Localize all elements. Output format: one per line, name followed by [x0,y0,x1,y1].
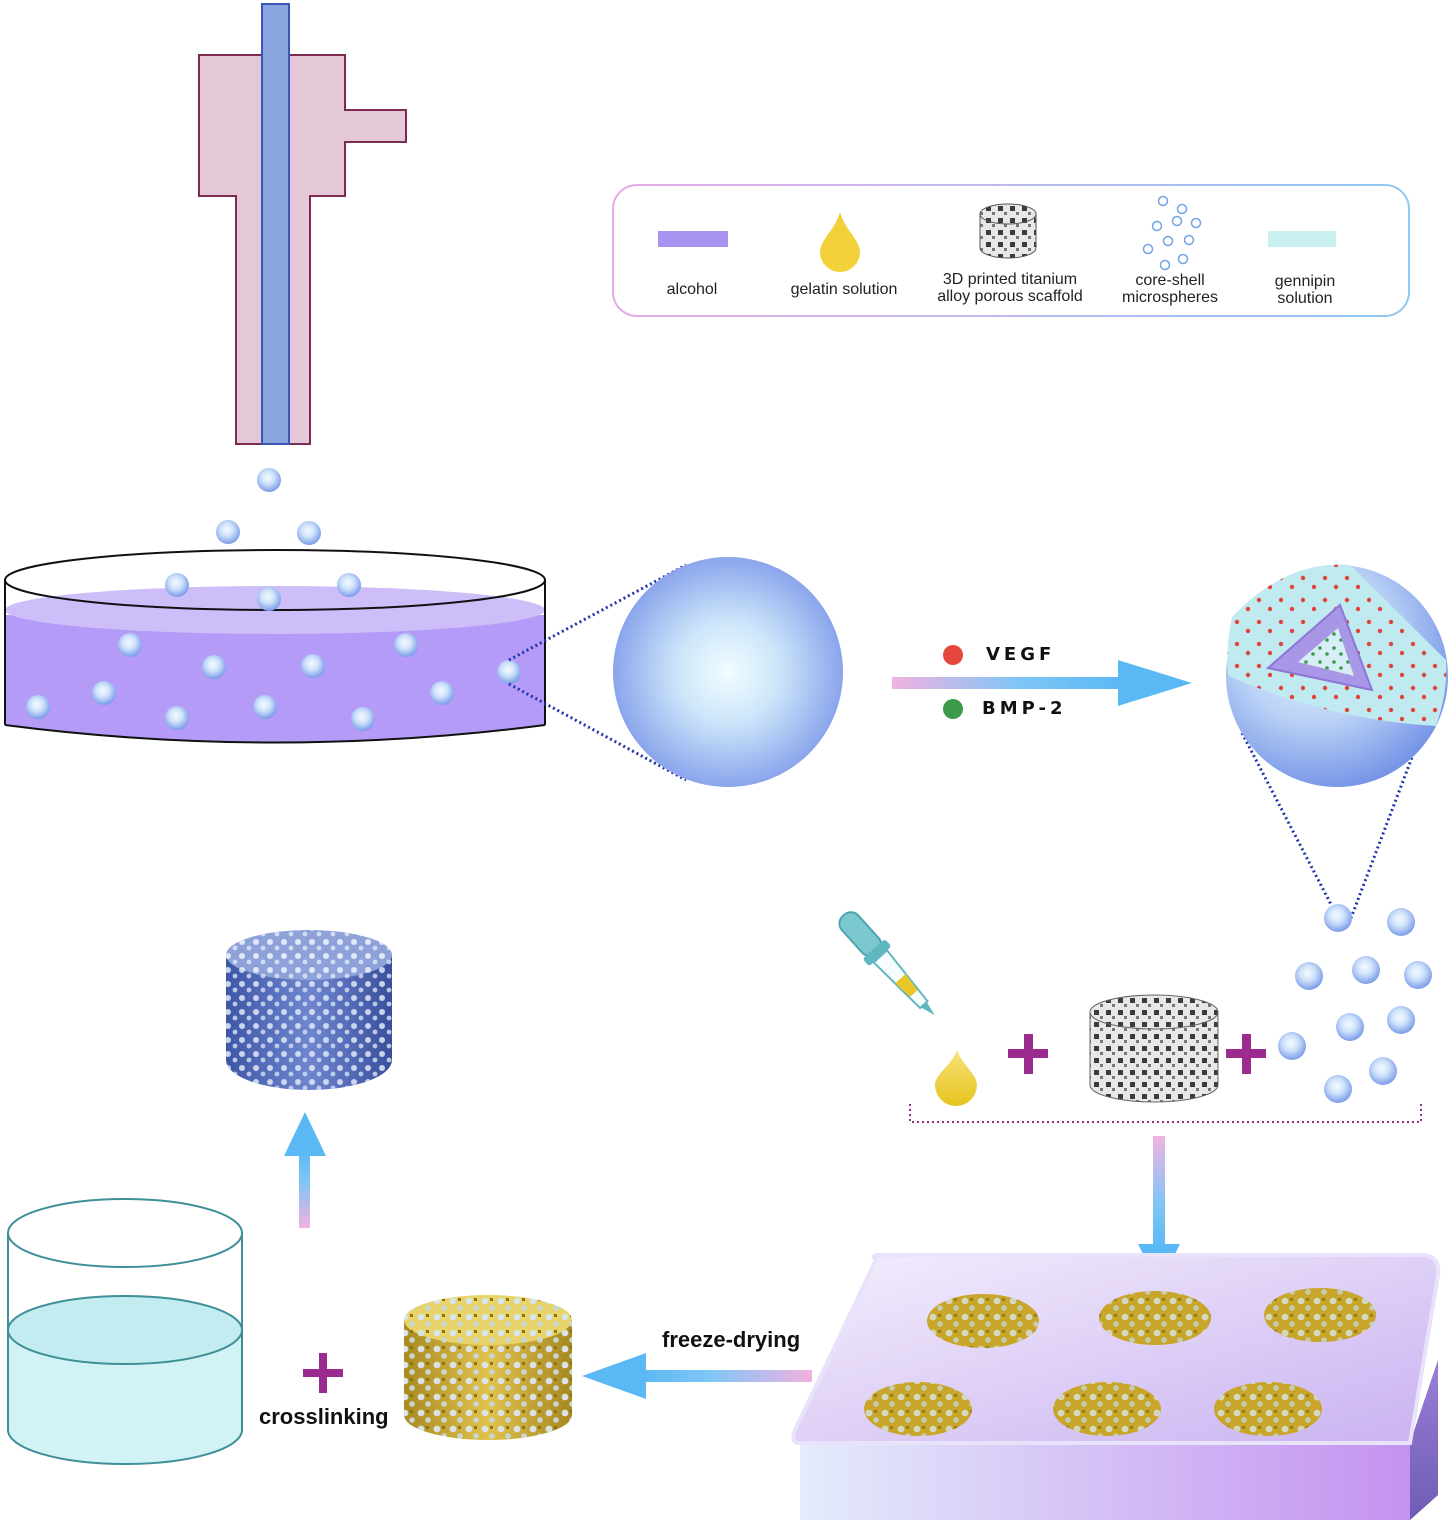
freeze-drying-label: freeze-drying [662,1327,801,1352]
microspheres-in-dish [26,573,521,731]
genipin-bar-icon [1268,231,1336,247]
plus-icon [1226,1034,1266,1074]
nozzle-core-channel [261,3,290,445]
core-shell-microsphere [1226,564,1448,787]
alcohol-liquid [5,615,545,743]
genipin-beaker [7,1198,243,1465]
gelatin-drop-icon [820,212,860,272]
well-plate [791,1253,1441,1520]
legend-label-alcohol: alcohol [666,281,718,298]
dropper-icon [838,911,977,1106]
nozzle-body [198,54,407,445]
bmp2-dot [943,699,963,719]
freeze-drying-arrow [582,1353,812,1399]
alcohol-dish [4,549,546,744]
plus-icon [1008,1034,1048,1074]
bmp2-label: BMP-2 [982,698,1067,719]
up-arrow [284,1112,326,1228]
droplet [297,521,321,545]
zoom-lines [508,563,1421,919]
combine-brace [909,1104,1422,1123]
legend-label-gelatin: gelatin solution [790,281,898,298]
titanium-scaffold [1089,994,1219,1103]
crosslinking-label: crosslinking [259,1404,389,1429]
legend-label-scaffold: 3D printed titanium alloy porous scaffol… [937,271,1083,305]
coaxial-nozzle [198,3,407,445]
droplet [257,468,281,492]
loading-arrow [892,660,1192,706]
gold-composite-scaffold [404,1295,572,1440]
vegf-dot [943,645,963,665]
plate-wells [864,1288,1376,1436]
microspheres-icon [1142,195,1202,271]
alcohol-bar-icon [658,231,728,247]
scaffold-icon [979,203,1037,259]
plus-icon [303,1353,343,1393]
falling-droplets [216,468,321,545]
droplet [216,520,240,544]
legend-label-microspheres: core-shell microspheres [1121,272,1219,306]
final-blue-scaffold [226,930,392,1090]
enlarged-microsphere [613,557,843,787]
legend-box [612,184,1410,317]
vegf-label: VEGF [986,644,1056,665]
microspheres-cluster [1278,904,1432,1103]
legend-label-genipin: gennipin solution [1274,273,1336,307]
